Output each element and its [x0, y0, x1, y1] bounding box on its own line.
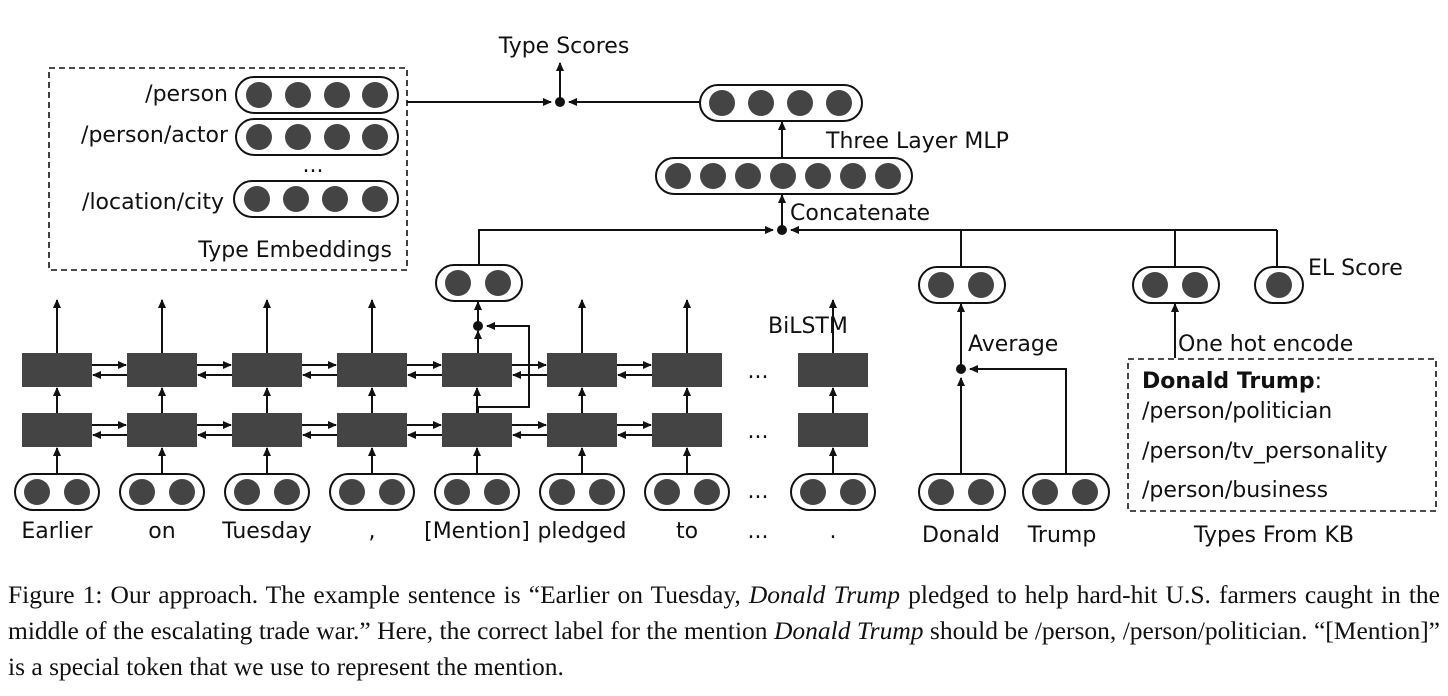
kb-entity-colon: : [1315, 369, 1322, 394]
upper-row-ellipsis: ... [748, 359, 769, 384]
token-embedding [790, 473, 876, 511]
figure-caption: Figure 1: Our approach. The example sent… [8, 577, 1440, 685]
el-score-label: EL Score [1308, 256, 1403, 281]
bilstm-lower-cell [798, 413, 868, 447]
embedding-row-ellipsis: ... [748, 479, 769, 504]
scores-junction [555, 97, 565, 107]
kb-types-box [1127, 358, 1437, 512]
sentence-token: Earlier [21, 519, 93, 544]
trump-to-average-arrow [969, 365, 1067, 474]
token-embedding [119, 473, 205, 511]
bilstm-lower-cell [22, 413, 92, 447]
bilstm-lower-cell [442, 413, 512, 447]
type-embedding-vector-actor [235, 118, 399, 156]
sentence-token: [Mention] [424, 519, 530, 544]
bilstm-upper-cell [652, 353, 722, 387]
token-embedding [224, 473, 310, 511]
bilstm-label: BiLSTM [768, 314, 848, 339]
bilstm-upper-cell [232, 353, 302, 387]
caption-part-3: should be /person, /person/politician. “… [8, 616, 1441, 681]
average-label: Average [968, 332, 1058, 357]
concat-left-branch [478, 226, 774, 264]
kb-type-tv-personality: /person/tv_personality [1142, 439, 1388, 464]
mention-average-vector [918, 266, 1006, 304]
caption-part-1: Figure 1: Our approach. The example sent… [8, 580, 749, 609]
sentence-token: , [369, 519, 376, 544]
bilstm-lower-cell [127, 413, 197, 447]
one-hot-encode-label: One hot encode [1178, 332, 1353, 357]
caption-entity-1: Donald Trump [748, 580, 901, 609]
bilstm-upper-cell [337, 353, 407, 387]
type-scores-label: Type Scores [498, 34, 630, 59]
bilstm-upper-cell [798, 353, 868, 387]
kb-type-business: /person/business [1142, 478, 1328, 503]
sentence-token: on [148, 519, 175, 544]
kb-types-vector [1132, 266, 1220, 304]
bilstm-grid: Earlier on Tuesday, [Mention] pledged to.... [14, 299, 876, 544]
mention-token-donald: Donald [922, 523, 1000, 548]
type-embedding-vector-city [233, 180, 399, 218]
donald-embedding [918, 473, 1006, 511]
context-feature-vector [435, 264, 523, 302]
bilstm-upper-cell [547, 353, 617, 387]
mlp-output-vector [699, 84, 863, 122]
trump-embedding [1022, 473, 1110, 511]
bilstm-upper-cell [22, 353, 92, 387]
kb-entity-name: Donald Trump [1142, 369, 1315, 394]
token-embedding [434, 473, 520, 511]
token-embedding [644, 473, 730, 511]
bilstm-upper-cell [442, 353, 512, 387]
caption-part-2: pledged to help hard-hit U.S. farmers ca… [8, 580, 1440, 645]
bilstm-lower-cell [232, 413, 302, 447]
type-embedding-label-person: /person [145, 82, 228, 107]
type-embedding-vector-person [235, 76, 399, 114]
type-embedding-label-actor: /person/actor [81, 123, 229, 148]
type-embedding-label-city: /location/city [82, 190, 224, 215]
type-embeddings-label: Type Embeddings [197, 238, 392, 263]
type-embedding-ellipsis: ... [303, 153, 324, 178]
bilstm-lower-cell [652, 413, 722, 447]
bilstm-lower-cell [337, 413, 407, 447]
sentence-token: pledged [537, 519, 626, 544]
sentence-token: Tuesday [221, 519, 312, 544]
mlp-label: Three Layer MLP [825, 129, 1009, 154]
mention-token-trump: Trump [1027, 523, 1097, 548]
kb-type-politician: /person/politician [1142, 399, 1332, 424]
concatenate-label: Concatenate [790, 201, 930, 226]
bilstm-junction [473, 321, 483, 331]
average-junction [956, 364, 966, 374]
kb-entity-line: Donald Trump: [1142, 369, 1322, 394]
sentence-token: ... [748, 519, 769, 544]
architecture-diagram: /person /person/actor ... /location/city… [14, 34, 1437, 548]
el-score-vector [1254, 266, 1304, 304]
types-from-kb-label: Types From KB [1193, 523, 1354, 548]
caption-entity-2: Donald Trump [773, 616, 924, 645]
sentence-token: . [830, 519, 837, 544]
lower-row-ellipsis: ... [748, 419, 769, 444]
bilstm-upper-cell [127, 353, 197, 387]
mlp-hidden-vector [655, 157, 913, 195]
sentence-token: to [676, 519, 698, 544]
token-embedding [14, 473, 100, 511]
concat-junction [777, 225, 787, 235]
bilstm-lower-cell [547, 413, 617, 447]
token-embedding [539, 473, 625, 511]
token-embedding [329, 473, 415, 511]
